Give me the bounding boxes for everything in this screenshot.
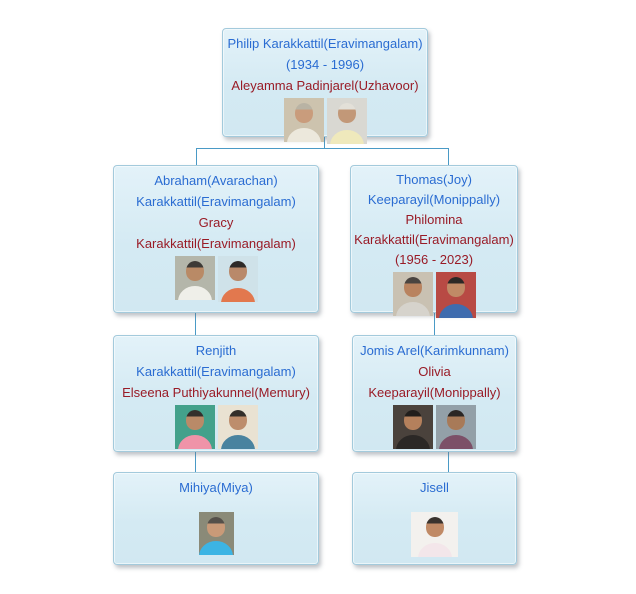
spouse-dates-line: (1956 - 2023): [394, 252, 474, 267]
connector-line: [434, 313, 435, 335]
spouse-name-line: Elseena Puthiyakunnel(Memury): [122, 385, 310, 400]
person-box-renjith[interactable]: Renjith Karakkattil(Eravimangalam) Elsee…: [113, 335, 319, 452]
person-names: Renjith Karakkattil(Eravimangalam) Elsee…: [114, 340, 318, 403]
portrait-photos: [198, 512, 234, 555]
person-name-line: Mihiya(Miya): [179, 480, 253, 495]
portrait-gracy-photo: [217, 256, 258, 302]
portrait-thomas-photo: [392, 272, 433, 316]
person-names: Philip Karakkattil(Eravimangalam) (1934 …: [223, 33, 427, 96]
portrait-photos: [392, 272, 476, 318]
person-name-line: Philip Karakkattil(Eravimangalam): [227, 36, 423, 51]
person-names: Abraham(Avarachan) Karakkattil(Eravimang…: [114, 170, 318, 254]
portrait-mihiya-photo: [198, 512, 234, 555]
person-box-mihiya[interactable]: Mihiya(Miya): [113, 472, 319, 565]
connector-line: [448, 149, 449, 165]
portrait-philomina-photo: [435, 272, 476, 318]
spouse-name-line: Karakkattil(Eravimangalam): [354, 232, 514, 247]
spouse-name-line: Olivia: [418, 364, 451, 379]
person-dates-line: (1934 - 1996): [285, 57, 365, 72]
person-name-line: Karakkattil(Eravimangalam): [136, 364, 296, 379]
connector-line: [196, 148, 449, 149]
person-name-line: Thomas(Joy): [396, 172, 472, 187]
person-name-line: Abraham(Avarachan): [154, 173, 278, 188]
spouse-name-line: Gracy: [198, 215, 234, 230]
person-names: Jisell: [353, 477, 516, 498]
connector-line: [195, 452, 196, 472]
spouse-name-line: Karakkattil(Eravimangalam): [136, 236, 296, 251]
person-names: Jomis Arel(Karimkunnam) Olivia Keeparayi…: [353, 340, 516, 403]
portrait-photos: [174, 256, 258, 302]
portrait-elseena-photo: [217, 405, 258, 449]
person-name-line: Jisell: [420, 480, 449, 495]
person-names: Mihiya(Miya): [114, 477, 318, 498]
person-name-line: Karakkattil(Eravimangalam): [136, 194, 296, 209]
portrait-aleyamma-photo: [326, 98, 367, 144]
connector-line: [324, 137, 325, 149]
person-box-jomis[interactable]: Jomis Arel(Karimkunnam) Olivia Keeparayi…: [352, 335, 517, 452]
portrait-photos: [393, 405, 476, 449]
spouse-name-line: Keeparayil(Monippally): [368, 385, 501, 400]
portrait-photos: [174, 405, 258, 449]
person-name-line: Keeparayil(Monippally): [367, 192, 501, 207]
portrait-jomis-photo: [393, 405, 433, 449]
connector-line: [195, 313, 196, 335]
portrait-photos: [283, 98, 367, 144]
portrait-olivia-photo: [436, 405, 476, 449]
person-box-jisell[interactable]: Jisell: [352, 472, 517, 565]
connector-line: [448, 452, 449, 472]
spouse-name-line: Philomina: [405, 212, 463, 227]
spouse-name-line: Aleyamma Padinjarel(Uzhavoor): [231, 78, 419, 93]
portrait-abraham-photo: [174, 256, 215, 300]
portrait-jisell-photo: [411, 512, 458, 557]
portrait-photos: [411, 512, 458, 557]
person-name-line: Renjith: [195, 343, 237, 358]
connector-line: [196, 149, 197, 165]
portrait-renjith-photo: [174, 405, 215, 449]
person-box-thomas[interactable]: Thomas(Joy) Keeparayil(Monippally) Philo…: [350, 165, 518, 318]
person-box-abraham[interactable]: Abraham(Avarachan) Karakkattil(Eravimang…: [113, 165, 319, 313]
person-name-line: Jomis Arel(Karimkunnam): [360, 343, 509, 358]
person-box-philip[interactable]: Philip Karakkattil(Eravimangalam) (1934 …: [222, 28, 428, 144]
portrait-philip-photo: [283, 98, 324, 142]
person-names: Thomas(Joy) Keeparayil(Monippally) Philo…: [351, 170, 517, 270]
